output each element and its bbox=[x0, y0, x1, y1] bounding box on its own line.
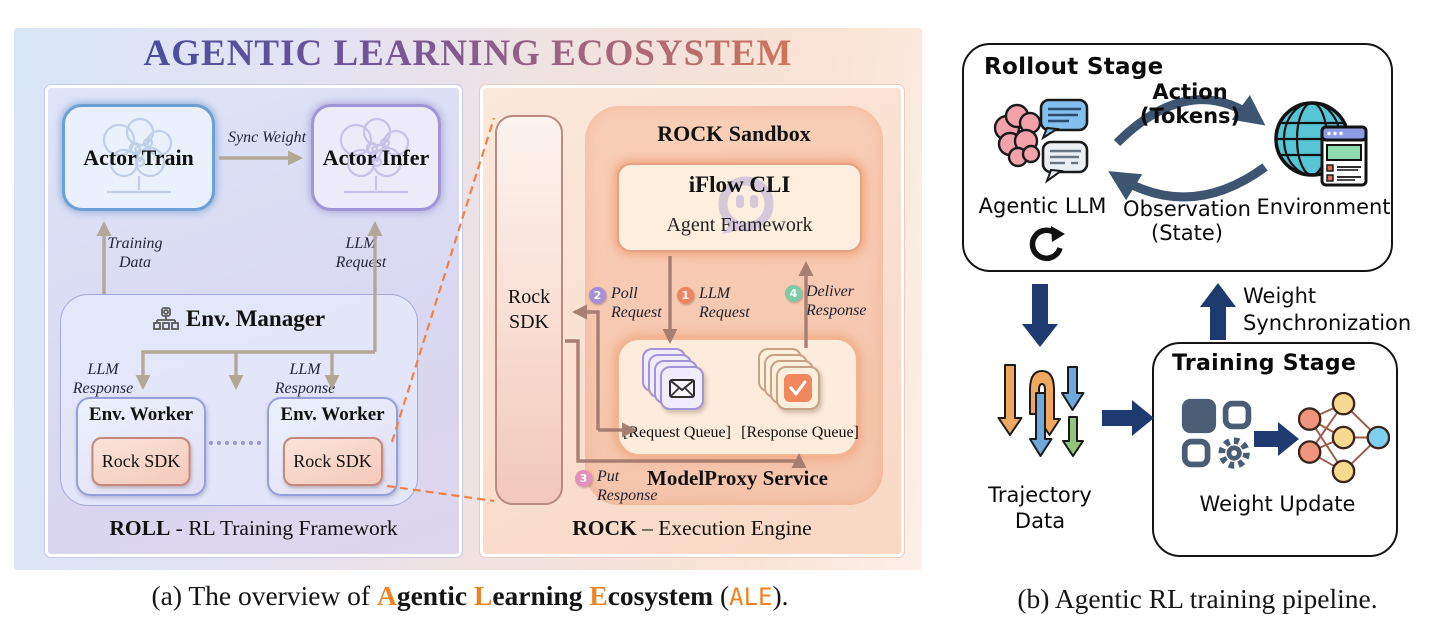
caption-a-ale: ALE bbox=[729, 583, 773, 611]
weight-sync-label: Weight Synchronization bbox=[1243, 284, 1412, 335]
rollout-stage-title: Rollout Stage bbox=[984, 54, 1164, 80]
step-label-put-response: Put Response bbox=[597, 468, 658, 504]
rock-sdk-box-right: Rock SDK bbox=[282, 437, 383, 486]
actor-infer-label: Actor Infer bbox=[322, 144, 430, 170]
llm-response-label-right: LLM Response bbox=[274, 361, 336, 397]
brain-network-icon bbox=[102, 117, 172, 193]
agentic-llm-icon bbox=[993, 98, 1089, 184]
response-queue-label: [Response Queue] bbox=[741, 424, 859, 441]
caption-a-word1: gentic bbox=[396, 580, 474, 611]
env-worker-label: Env. Worker bbox=[88, 404, 194, 425]
roll-caption-bold: ROLL bbox=[109, 516, 171, 540]
rock-sandbox-title: ROCK Sandbox bbox=[657, 121, 811, 146]
trajectory-data-label: Trajectory Data bbox=[988, 483, 1092, 533]
rock-sdk-box-left: Rock SDK bbox=[91, 437, 191, 486]
observation-state-label: Observation (State) bbox=[1123, 197, 1251, 245]
llm-request-label-roll: LLM Request bbox=[335, 235, 387, 271]
trajectory-arrows-icon bbox=[997, 364, 1085, 457]
modelproxy-title: ModelProxy Service bbox=[647, 466, 828, 490]
environment-label: Environment bbox=[1256, 195, 1391, 219]
weight-update-label: Weight Update bbox=[1199, 492, 1356, 516]
modules-gear-icon bbox=[1181, 398, 1252, 469]
env-worker-label: Env. Worker bbox=[280, 404, 385, 425]
caption-a-paren-open: ( bbox=[719, 580, 730, 611]
step-label-llm-request: LLM Request bbox=[699, 285, 750, 321]
training-stage-title: Training Stage bbox=[1172, 351, 1357, 376]
env-worker-box-right: Env. Worker Rock SDK bbox=[267, 397, 398, 496]
rock-caption-bold: ROCK bbox=[572, 516, 637, 540]
rock-panel-caption: ROCK – Execution Engine bbox=[480, 516, 904, 541]
figure-a-main-title: AGENTIC LEARNING ECOSYSTEM bbox=[14, 32, 922, 75]
org-chart-icon bbox=[152, 307, 179, 330]
caption-a-word2: earning bbox=[492, 580, 590, 611]
environment-globe-icon bbox=[1274, 101, 1368, 187]
agent-framework-label: Agent Framework bbox=[666, 214, 813, 236]
iflow-cli-label: iFlow CLI bbox=[688, 172, 791, 197]
caption-a-prefix: (a) The overview of bbox=[151, 580, 377, 611]
neural-network-icon bbox=[1298, 392, 1390, 484]
action-tokens-label: Action (Tokens) bbox=[1139, 80, 1241, 128]
caption-a-word3: cosystem bbox=[607, 580, 720, 611]
env-worker-box-left: Env. Worker Rock SDK bbox=[76, 397, 206, 496]
iflow-logo-icon bbox=[718, 176, 774, 234]
caption-a-paren-close: ). bbox=[772, 580, 789, 611]
caption-a: (a) The overview of Agentic Learning Eco… bbox=[80, 580, 860, 612]
step-badge-put-response: 3 bbox=[575, 470, 592, 487]
caption-a-orange-E: E bbox=[589, 580, 608, 611]
step-label-deliver-response: Deliver Response bbox=[806, 283, 867, 319]
rock-sdk-tall-box: Rock SDK bbox=[495, 115, 563, 505]
refresh-icon bbox=[1029, 226, 1065, 262]
response-queue-stack bbox=[758, 348, 828, 418]
iflow-cli-box bbox=[617, 163, 862, 252]
rock-caption-rest: – Execution Engine bbox=[636, 516, 812, 540]
actor-train-label: Actor Train bbox=[83, 144, 194, 170]
step-badge-llm-request: 1 bbox=[677, 287, 694, 304]
env-manager-label: Env. Manager bbox=[185, 306, 326, 331]
roll-panel-caption: ROLL - RL Training Framework bbox=[45, 516, 462, 541]
step-badge-poll-request: 2 bbox=[589, 287, 606, 304]
workers-ellipsis-separator bbox=[209, 441, 261, 445]
request-queue-label: [Request Queue] bbox=[623, 424, 731, 441]
agentic-llm-label: Agentic LLM bbox=[978, 194, 1107, 218]
step-badge-deliver-response: 4 bbox=[785, 285, 802, 302]
training-data-label: Training Data bbox=[107, 235, 163, 271]
caption-a-orange-L: L bbox=[473, 580, 493, 611]
roll-caption-rest: - RL Training Framework bbox=[170, 516, 398, 540]
caption-b: (b) Agentic RL training pipeline. bbox=[1017, 583, 1378, 614]
request-queue-stack bbox=[642, 348, 712, 418]
envelope-icon bbox=[669, 378, 695, 398]
actor-train-box: Actor Train bbox=[62, 104, 215, 211]
env-manager-title: Env. Manager bbox=[60, 306, 418, 332]
caption-a-orange-A: A bbox=[376, 580, 397, 611]
step-label-poll-request: Poll Request bbox=[611, 285, 662, 321]
checkmark-icon bbox=[784, 374, 812, 402]
actor-infer-box: Actor Infer bbox=[311, 104, 441, 211]
sync-weight-label: Sync Weight bbox=[227, 129, 307, 146]
llm-response-label-left: LLM Response bbox=[72, 361, 134, 397]
